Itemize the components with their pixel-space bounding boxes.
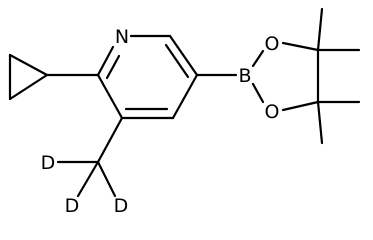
methyl-bottom-left	[316, 100, 324, 145]
bond-b-o-top	[251, 49, 265, 68]
bond-c5-c4	[171, 73, 199, 120]
atom-label-oxygen-bottom: O	[265, 101, 280, 123]
bond-c-d-bottom-right	[96, 160, 117, 198]
atom-label-oxygen-top: O	[265, 33, 280, 55]
bond-c3-cd3	[96, 116, 124, 164]
methyl-top-left	[316, 7, 324, 52]
pinacol-boronate-group	[195, 7, 361, 145]
atom-label-boron: B	[238, 65, 251, 87]
bond-c-d-bottom-left	[76, 160, 100, 198]
bond-c2-n	[96, 45, 115, 77]
pyridine-ring	[96, 34, 199, 120]
cyclopropyl-group	[8, 53, 100, 101]
trideuteromethyl-group	[56, 116, 124, 198]
bond-c3-c2	[96, 73, 124, 120]
atom-label-deuterium-left: D	[41, 152, 56, 174]
cyclopropyl-bond-1	[8, 53, 49, 77]
bond-b-o-bottom	[251, 82, 265, 104]
atom-label-deuterium-bottom-left: D	[65, 195, 80, 217]
bond-c6-c5	[168, 34, 199, 77]
bond-o-bottom-c	[281, 100, 320, 112]
molecule-structure: N B O O D D D	[8, 7, 361, 217]
bond-o-top-c	[281, 41, 320, 52]
cyclopropyl-bond-3	[8, 73, 49, 101]
bond-c2-n-inner	[105, 54, 121, 80]
atom-label-nitrogen: N	[115, 26, 129, 48]
bond-c6-c5-inner	[164, 43, 190, 79]
atom-label-deuterium-bottom-right: D	[114, 195, 129, 217]
